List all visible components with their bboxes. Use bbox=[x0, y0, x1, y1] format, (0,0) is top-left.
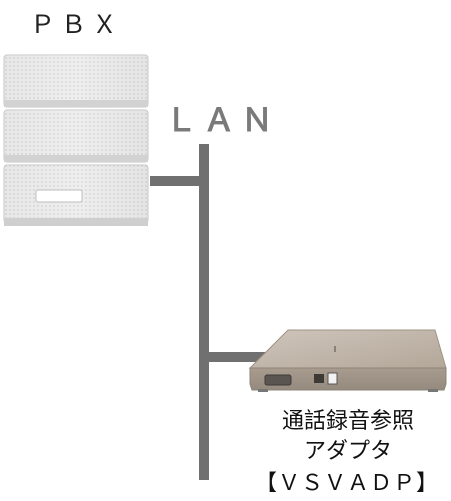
pbx-unit bbox=[3, 54, 149, 226]
recording-adapter-device bbox=[248, 329, 447, 392]
adapter-model-line: 【ＶＳＶＡＤＰ】 bbox=[255, 471, 439, 496]
adapter-name-line1: 通話録音参照 bbox=[282, 409, 414, 434]
serial-port-icon bbox=[264, 374, 292, 386]
lan-cable bbox=[150, 144, 269, 480]
adapter-name-line2: アダプタ bbox=[304, 439, 392, 464]
pbx-label: ＰＢＸ bbox=[30, 10, 123, 39]
lan-label: ＬＡＮ bbox=[165, 101, 279, 139]
lan-port-icon bbox=[314, 374, 324, 383]
usb-port-icon bbox=[327, 372, 338, 385]
